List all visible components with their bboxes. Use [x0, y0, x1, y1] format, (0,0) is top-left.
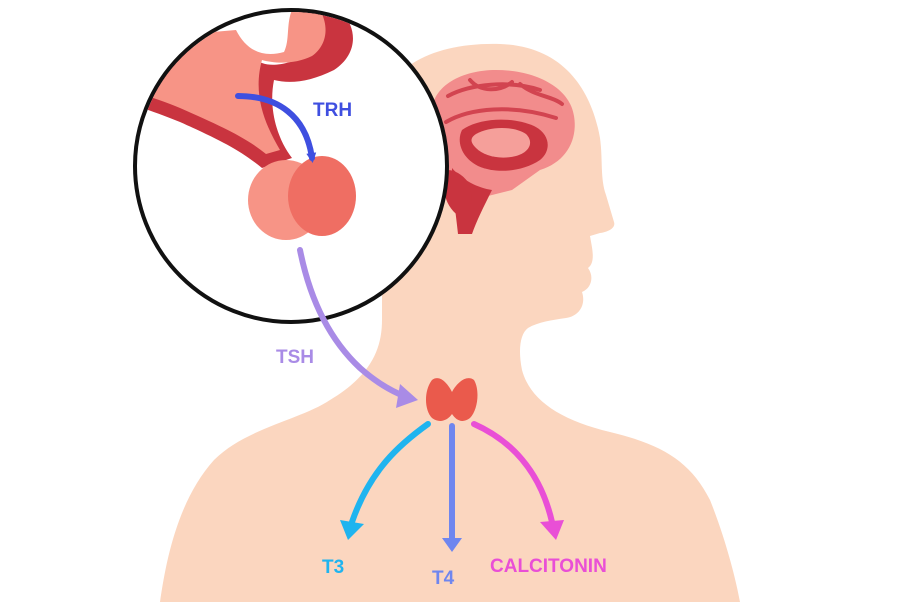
magnified-pituitary-view: [133, 8, 449, 324]
calcitonin-label: CALCITONIN: [490, 556, 607, 577]
t4-arrowhead: [442, 538, 462, 552]
t3-label: T3: [322, 557, 344, 578]
tsh-arrowhead: [396, 384, 418, 408]
calcitonin-arrowhead: [540, 520, 564, 540]
trh-arrow: [235, 93, 317, 163]
tsh-arrow: [297, 247, 407, 399]
t3-arrowhead: [340, 520, 364, 540]
t4-label: T4: [432, 568, 455, 589]
brain-cortex-folds: [444, 78, 564, 124]
body-silhouette: [160, 43, 740, 602]
pituitary-posterior: [288, 156, 356, 236]
t3-arrow: [349, 421, 431, 525]
tsh-label: TSH: [276, 347, 314, 368]
thyroid-gland: [426, 378, 478, 421]
trh-label: TRH: [313, 100, 352, 121]
calcitonin-arrow: [471, 421, 555, 525]
brain-inner-light: [471, 128, 531, 158]
brain: [431, 70, 575, 234]
cerebellum: [444, 170, 472, 218]
